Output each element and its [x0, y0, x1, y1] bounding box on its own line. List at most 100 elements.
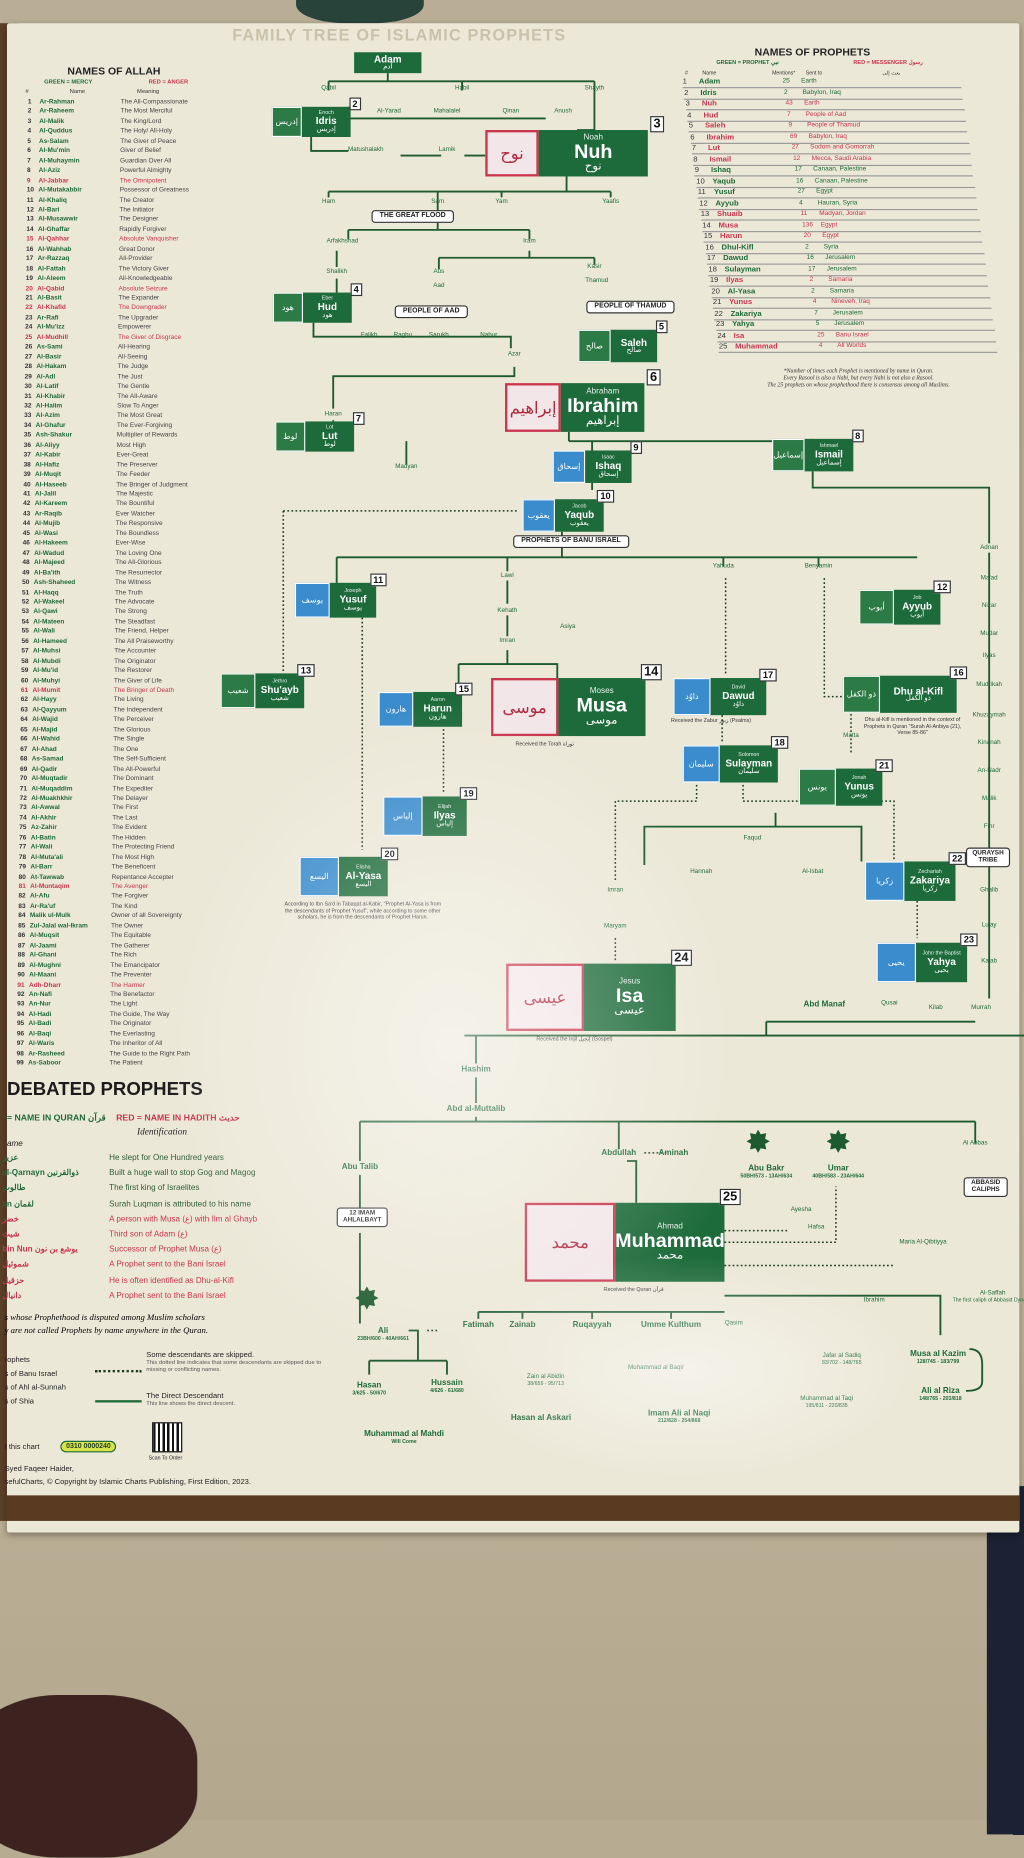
prophet-name: Al-Yasa [345, 869, 382, 882]
person-label: Ham [321, 198, 336, 207]
person-name: An-Nadr [977, 767, 1001, 775]
note-line: The 25 prophets on whose prophethood the… [767, 383, 950, 389]
allah-name: As-Sami [36, 343, 63, 351]
allah-meaning: The Hidden [112, 834, 146, 842]
order-phone[interactable]: 0310 0000240 [60, 1440, 117, 1453]
row-number: 42 [23, 500, 31, 508]
prophet-name: Adam [698, 77, 721, 86]
row-number: 66 [20, 736, 28, 744]
arabic-name: هارون [428, 713, 447, 721]
prophet-emblem-icon: إدريس [271, 106, 302, 137]
allah-meaning: Slow To Anger [117, 402, 159, 410]
arabic-name: آدم [383, 64, 393, 72]
order-label: t this chart [4, 1443, 40, 1452]
person-dates: 195/811 - 220/835 [805, 1402, 848, 1409]
person-label: Muhammad al Baqir [628, 1364, 684, 1372]
allah-meaning: All-Seeing [117, 353, 148, 361]
mention-count: 17 [808, 265, 816, 273]
row-number: 78 [18, 854, 27, 862]
allah-meaning: The Strong [114, 608, 147, 616]
person-name: Umme Kulthum [641, 1321, 702, 1330]
prophet-number-tag: 18 [771, 736, 789, 749]
person-name: Al-Yarad [376, 107, 401, 115]
group-label: PEOPLE OF AAD [394, 305, 468, 318]
prophet-number-tag: 22 [948, 852, 966, 865]
allah-meaning: The All-Powerful [112, 765, 161, 773]
legend-item: rophets [4, 1356, 30, 1365]
person-name: Abd Manaf [803, 1000, 846, 1009]
person-label: Iram [523, 238, 536, 246]
prophet-name: Yahya [732, 320, 755, 329]
poster-bottom-border [6, 1495, 1020, 1521]
allah-name: Al-Muqtadir [31, 775, 68, 783]
prophet-emblem-icon: يحيى [876, 942, 917, 983]
allah-name: Al-Aleem [37, 275, 66, 283]
allah-name: Al-Hayy [32, 697, 57, 705]
anger-key: RED = ANGER [148, 78, 189, 86]
prophet-number-tag: 16 [949, 666, 968, 680]
row-number: 16 [705, 243, 714, 252]
row-number: 11 [26, 196, 34, 204]
prophet-name: Nuh [574, 140, 613, 163]
injil-caption: Received the Injil إنجيل (Gospel) [536, 1035, 613, 1042]
row-number: 2 [27, 108, 32, 116]
allah-meaning: The Rich [110, 952, 137, 960]
person-name: Yaafis [602, 198, 620, 206]
arabic-name: نوح [584, 160, 602, 173]
calligraphy-emblem-icon: عيسى [506, 963, 584, 1031]
row-number: 63 [20, 706, 28, 714]
allah-meaning: The Everlasting [109, 1030, 155, 1038]
qr-code[interactable] [152, 1422, 183, 1453]
mention-count: 25 [782, 77, 790, 85]
allah-name: Al-Batin [30, 834, 56, 842]
prophet-number-tag: 24 [670, 949, 692, 966]
prophet-name: Ayyub [715, 199, 739, 208]
person-name: Ham [321, 198, 336, 206]
allah-name: Al-Qayyum [32, 706, 67, 714]
person-label: Qusai [881, 1000, 897, 1008]
person-label: Fihr [984, 823, 995, 831]
row-number: 25 [25, 334, 33, 342]
note-line: Every Rasool is also a Nabi, but every N… [783, 376, 934, 382]
person-label: Hannah [690, 868, 712, 877]
prophet-name: Adam [374, 53, 402, 65]
person-label: Umme Kulthum [641, 1321, 701, 1330]
prophet-name: Al-Yasa [727, 287, 756, 296]
